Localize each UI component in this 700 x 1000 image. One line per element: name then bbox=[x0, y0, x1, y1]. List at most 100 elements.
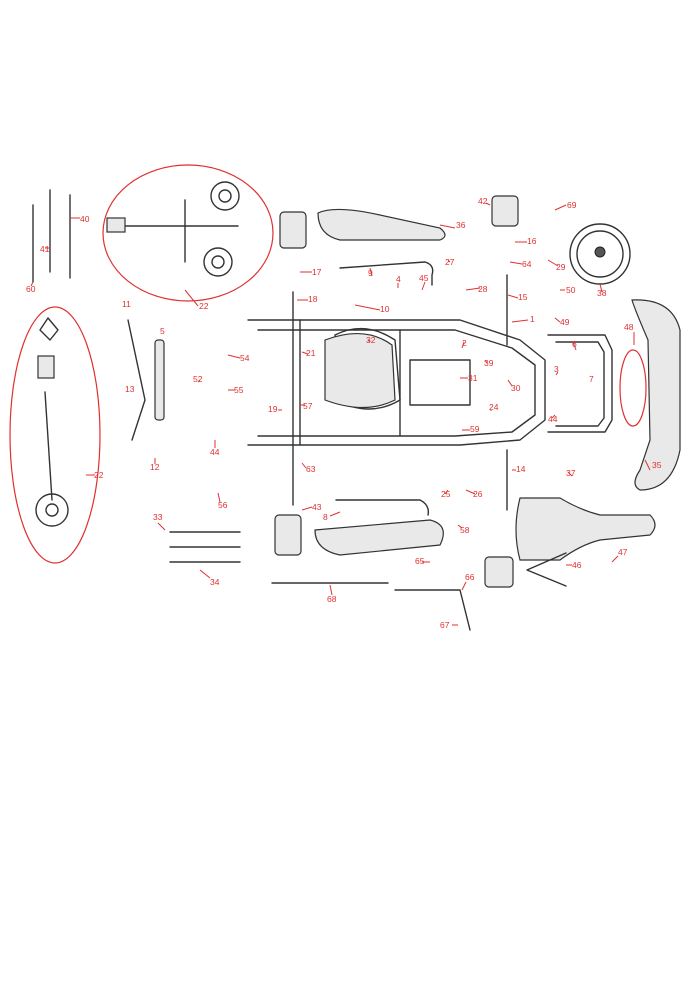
svg-text:18: 18 bbox=[308, 294, 318, 304]
chassis-frame bbox=[247, 319, 546, 446]
callout-label: 42 bbox=[478, 196, 491, 206]
brake-group-ring-left bbox=[9, 306, 101, 564]
svg-text:68: 68 bbox=[327, 594, 337, 604]
svg-text:36: 36 bbox=[456, 220, 466, 230]
callout-label: 43 bbox=[301, 502, 322, 512]
callout-label: 5 bbox=[160, 326, 165, 336]
callout-label: 24 bbox=[489, 402, 499, 412]
callout-label: 52 bbox=[193, 374, 203, 384]
rods-46 bbox=[526, 552, 567, 587]
callout-label: 60 bbox=[26, 281, 36, 294]
svg-text:39: 39 bbox=[484, 358, 494, 368]
callout-label: 13 bbox=[125, 384, 135, 394]
svg-text:1: 1 bbox=[530, 314, 535, 324]
callout-label: 32 bbox=[366, 335, 376, 345]
callout-label: 54 bbox=[227, 353, 250, 363]
svg-text:24: 24 bbox=[489, 402, 499, 412]
svg-text:22: 22 bbox=[94, 470, 104, 480]
callout-label: 44 bbox=[548, 414, 558, 424]
svg-text:57: 57 bbox=[303, 401, 313, 411]
svg-text:37: 37 bbox=[566, 468, 576, 478]
callout-label: 14 bbox=[512, 464, 526, 474]
svg-text:34: 34 bbox=[210, 577, 220, 587]
svg-text:50: 50 bbox=[566, 285, 576, 295]
svg-text:67: 67 bbox=[440, 620, 450, 630]
callout-label: 57 bbox=[300, 401, 313, 411]
svg-text:63: 63 bbox=[306, 464, 316, 474]
seat-strut-8 bbox=[335, 499, 430, 516]
svg-text:42: 42 bbox=[478, 196, 488, 206]
svg-text:32: 32 bbox=[366, 335, 376, 345]
seat bbox=[324, 332, 396, 409]
svg-text:56: 56 bbox=[218, 500, 228, 510]
callout-label: 38 bbox=[597, 283, 607, 298]
callout-label: 1 bbox=[511, 314, 535, 324]
callout-label: 50 bbox=[560, 285, 576, 295]
svg-text:45: 45 bbox=[419, 273, 429, 283]
callout-label: 48 bbox=[624, 322, 635, 345]
steering-wheel bbox=[569, 223, 631, 285]
callout-label: 10 bbox=[354, 304, 390, 314]
svg-text:5: 5 bbox=[160, 326, 165, 336]
callout-label: 30 bbox=[507, 379, 521, 393]
callout-label: 12 bbox=[150, 458, 160, 472]
brake-assembly-left bbox=[35, 317, 69, 527]
callout-label: 40 bbox=[70, 214, 90, 224]
svg-text:17: 17 bbox=[312, 267, 322, 277]
spindle-5 bbox=[154, 339, 165, 421]
callout-label: 34 bbox=[199, 569, 220, 587]
svg-text:11: 11 bbox=[122, 299, 131, 309]
svg-text:14: 14 bbox=[516, 464, 526, 474]
callout-label: 19 bbox=[268, 404, 282, 414]
callout-labels: 1 2 3 4 5 6 7 8 9 10 11 12 13 14 15 16 1… bbox=[26, 196, 662, 630]
svg-text:9: 9 bbox=[368, 268, 373, 278]
callout-label: 58 bbox=[457, 524, 470, 535]
svg-text:40: 40 bbox=[80, 214, 90, 224]
callout-label: 64 bbox=[509, 259, 532, 269]
nose-panel bbox=[515, 497, 656, 561]
svg-text:59: 59 bbox=[470, 424, 480, 434]
svg-text:38: 38 bbox=[597, 288, 607, 298]
callout-label: 41 bbox=[40, 244, 50, 254]
svg-text:10: 10 bbox=[380, 304, 390, 314]
callout-label: 59 bbox=[462, 424, 480, 434]
svg-text:19: 19 bbox=[268, 404, 278, 414]
callout-label: 15 bbox=[507, 292, 528, 302]
callout-label: 36 bbox=[439, 220, 466, 230]
svg-text:3: 3 bbox=[554, 364, 559, 374]
svg-text:44: 44 bbox=[548, 414, 558, 424]
callout-label: 2 bbox=[461, 338, 467, 349]
callout-label: 17 bbox=[300, 267, 322, 277]
callout-label: 67 bbox=[440, 620, 458, 630]
callout-label: 21 bbox=[301, 348, 316, 358]
seat-strut-9 bbox=[339, 261, 434, 286]
svg-text:41: 41 bbox=[40, 244, 50, 254]
svg-text:54: 54 bbox=[240, 353, 250, 363]
svg-text:33: 33 bbox=[153, 512, 163, 522]
callout-label: 69 bbox=[554, 200, 577, 211]
callout-label: 35 bbox=[644, 459, 662, 471]
svg-text:30: 30 bbox=[511, 383, 521, 393]
callout-label: 44 bbox=[210, 440, 220, 457]
callout-label: 65 bbox=[415, 556, 430, 566]
side-pod-bottom bbox=[314, 519, 444, 556]
brake-group-ring-top bbox=[102, 164, 274, 302]
svg-text:48: 48 bbox=[624, 322, 634, 332]
svg-text:2: 2 bbox=[462, 338, 467, 348]
svg-text:69: 69 bbox=[567, 200, 577, 210]
svg-text:4: 4 bbox=[396, 274, 401, 284]
svg-text:27: 27 bbox=[445, 257, 455, 267]
svg-text:35: 35 bbox=[652, 460, 662, 470]
svg-text:65: 65 bbox=[415, 556, 425, 566]
callout-label: 27 bbox=[445, 257, 455, 267]
callout-label: 33 bbox=[153, 512, 166, 531]
callout-label: 3 bbox=[554, 364, 559, 376]
brake-assembly-top bbox=[106, 181, 240, 277]
callout-label: 22 bbox=[184, 289, 209, 311]
pedal-66 bbox=[394, 589, 471, 631]
callout-label: 39 bbox=[484, 358, 494, 368]
callout-label: 26 bbox=[465, 489, 483, 499]
svg-text:31: 31 bbox=[468, 373, 478, 383]
svg-text:12: 12 bbox=[150, 462, 160, 472]
